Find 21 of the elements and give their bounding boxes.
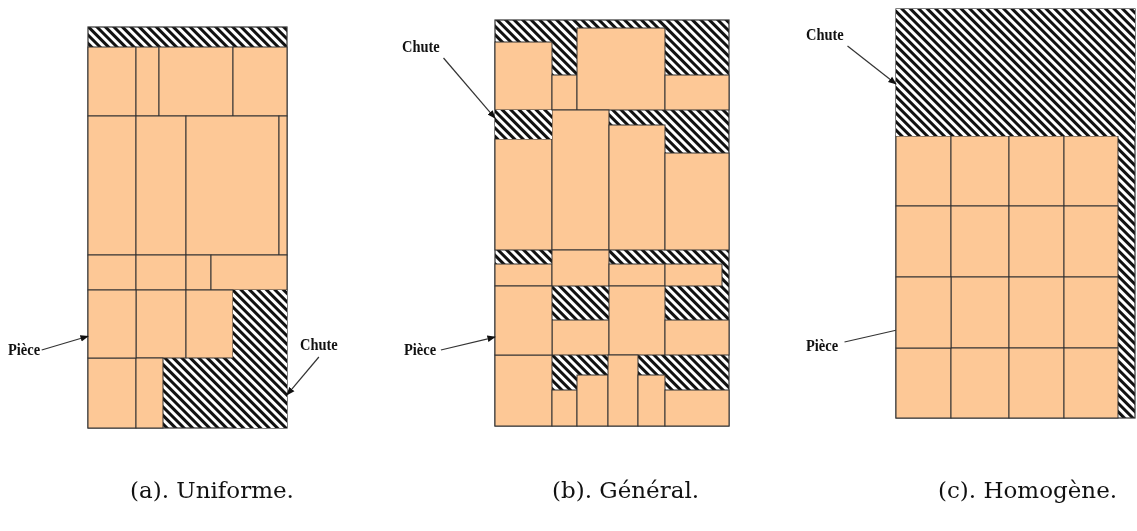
leader-line [286,356,320,396]
piece [494,285,553,356]
figure-caption: (b). Général. [552,476,700,504]
part-label: Chute [402,37,440,57]
leader-line [440,335,496,351]
part-label: Chute [300,335,338,355]
part-label: Chute [806,25,844,45]
part-label: Pièce [8,340,41,360]
leader-line [843,329,897,343]
leader-line [442,57,496,119]
scrap-area [495,110,552,139]
piece [895,276,952,349]
leader-line [846,45,897,85]
part-label: Pièce [806,336,839,356]
figure-caption: (a). Uniforme. [130,476,294,504]
leader-line [41,335,89,351]
scrap-area [896,9,1135,136]
scrap-area [233,290,287,428]
part-label: Pièce [404,340,437,360]
figure-caption: (c). Homogène. [938,476,1118,504]
piece [87,289,137,359]
